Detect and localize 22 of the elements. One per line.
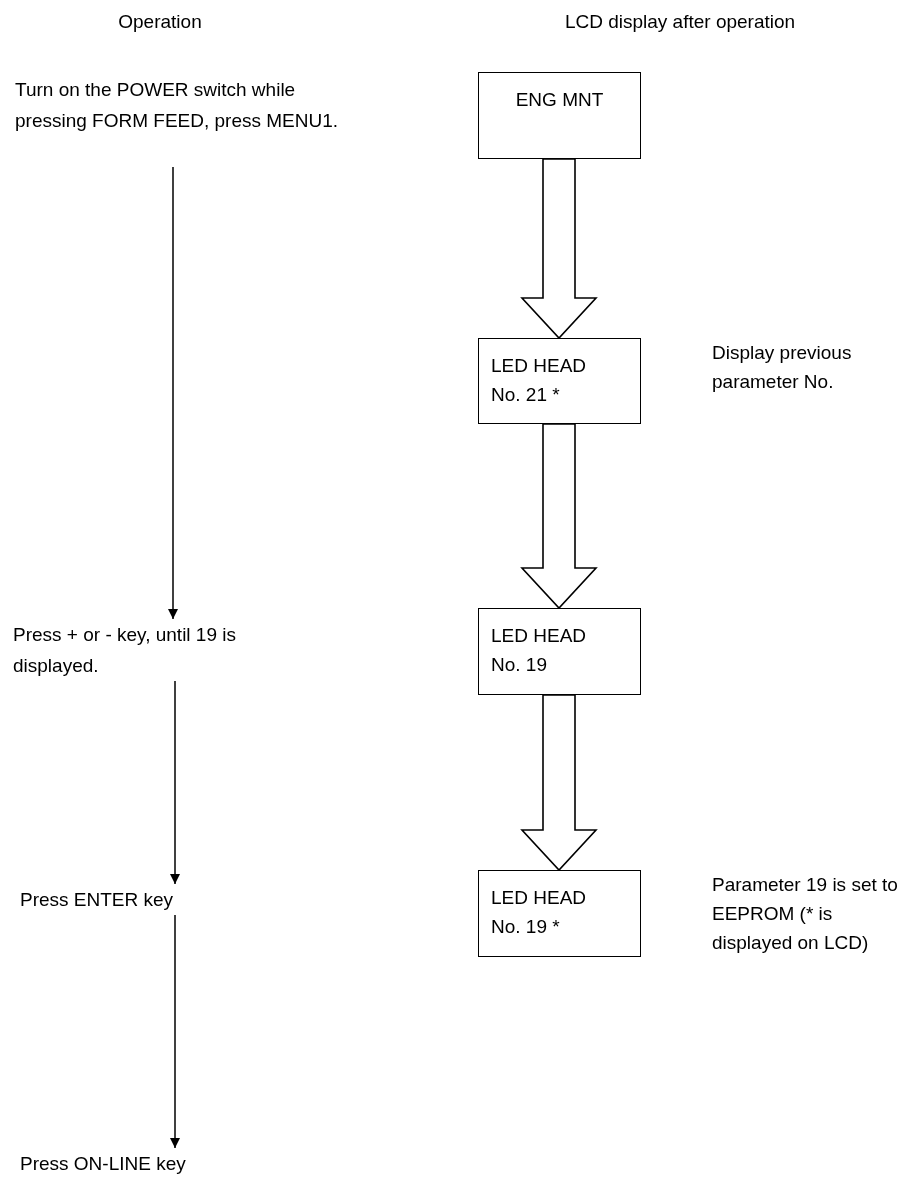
display-text: LED HEAD No. 19 * xyxy=(491,886,588,939)
operation-step-text: Press + or - key, until 19 is displayed. xyxy=(13,619,313,681)
lcd-display-box xyxy=(478,72,641,159)
block-arrow xyxy=(520,694,598,872)
display-text: LED HEAD No. 19 xyxy=(491,624,588,677)
note-text: Parameter 19 is set to EEPROM (* is displayed on LCD) xyxy=(712,873,899,955)
block-arrow xyxy=(520,158,598,340)
display-text: ENG MNT xyxy=(514,88,605,112)
column-heading: LCD display after operation xyxy=(563,10,797,34)
arrow xyxy=(170,680,180,885)
arrow xyxy=(168,166,178,620)
lcd-display-box xyxy=(478,338,641,424)
block-arrow xyxy=(520,423,598,610)
note-text: Display previous parameter No. xyxy=(712,341,853,394)
operation-step-text: Press ON-LINE key xyxy=(20,1148,270,1179)
arrow xyxy=(170,914,180,1149)
lcd-display-box xyxy=(478,608,641,695)
column-heading: Operation xyxy=(117,10,203,34)
operation-step-text: Turn on the POWER switch while pressing FORM FEED, press MENU1. xyxy=(15,74,350,167)
display-text: LED HEAD No. 21 * xyxy=(491,354,588,407)
operation-step-text: Press ENTER key xyxy=(20,884,270,915)
lcd-display-box xyxy=(478,870,641,957)
